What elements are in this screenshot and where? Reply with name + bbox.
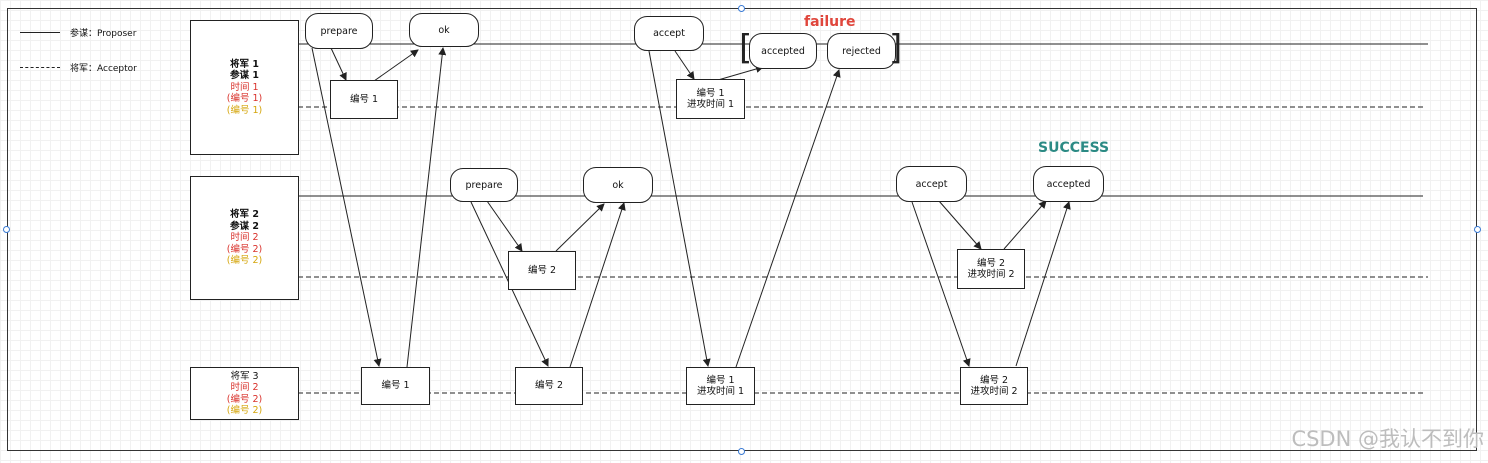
message-ok-1[interactable]: ok [409, 13, 479, 47]
proposal-g3-accept-1-number: 编号 1 [706, 374, 735, 386]
arrow-accept1-to-g1 [674, 50, 695, 80]
message-prepare-2[interactable]: prepare [450, 168, 518, 202]
general-box-1[interactable]: 将军 1 参谋 1 时间 1 (编号 1) (编号 1) [190, 20, 299, 155]
arrow-g1-promise-to-ok1 [373, 49, 419, 82]
proposal-g2-prepare[interactable]: 编号 2 [508, 251, 576, 290]
arrow-g2-promise-to-ok2 [555, 203, 605, 252]
message-rejected-1[interactable]: rejected [827, 33, 896, 69]
proposal-g3-prepare-2-label: 编号 2 [534, 380, 564, 392]
proposal-g1-accept-number: 编号 1 [696, 87, 725, 99]
arrow-g3-promise-to-ok2 [569, 202, 626, 368]
arrow-g2-accepted [1003, 200, 1047, 250]
legend-acceptor: 将军：Acceptor [20, 61, 137, 74]
message-accepted-1[interactable]: accepted [749, 33, 817, 69]
general-3-line-2: 时间 2 [230, 382, 259, 393]
message-accept-2[interactable]: accept [896, 166, 967, 202]
proposal-g2-accept[interactable]: 编号 2 进攻时间 2 [957, 249, 1025, 289]
general-box-3[interactable]: 将军 3 时间 2 (编号 2) (编号 2) [190, 367, 299, 420]
legend-proposer-label: 参谋：Proposer [70, 29, 137, 39]
general-1-line-1: 将军 1 [230, 58, 259, 70]
general-2-line-3: 时间 2 [230, 232, 259, 244]
proposal-g3-accept-1[interactable]: 编号 1 进攻时间 1 [686, 367, 755, 405]
resize-handle-top[interactable] [738, 5, 745, 12]
message-accepted-2[interactable]: accepted [1033, 166, 1104, 202]
general-1-line-3: 时间 1 [230, 81, 259, 93]
arrow-g3-accepted [1015, 201, 1071, 367]
proposal-g3-accept-2[interactable]: 编号 2 进攻时间 2 [960, 367, 1028, 405]
legend-proposer: 参谋：Proposer [20, 26, 136, 39]
proposal-g3-accept-2-number: 编号 2 [979, 374, 1009, 386]
watermark: CSDN @我认不到你 [1291, 427, 1484, 451]
general-2-line-1: 将军 2 [230, 209, 259, 221]
general-3-line-3: (编号 2) [226, 393, 263, 405]
resize-handle-bottom[interactable] [738, 448, 745, 455]
arrow-g1-accepted [717, 65, 764, 81]
legend-acceptor-label: 将军：Acceptor [70, 64, 137, 74]
proposal-g1-accept[interactable]: 编号 1 进攻时间 1 [676, 79, 745, 119]
proposal-g3-accept-1-time: 进攻时间 1 [696, 386, 745, 397]
solid-line-swatch [20, 32, 60, 33]
general-box-2[interactable]: 将军 2 参谋 2 时间 2 (编号 2) (编号 2) [190, 176, 299, 300]
general-2-line-5: (编号 2) [226, 255, 263, 267]
arrow-g3-rejected [735, 69, 841, 368]
proposal-g3-prepare-2[interactable]: 编号 2 [515, 367, 583, 405]
proposal-g2-prepare-label: 编号 2 [527, 264, 557, 276]
general-2-line-4: (编号 2) [226, 243, 263, 255]
success-label: SUCCESS [1038, 140, 1110, 156]
proposal-g3-accept-2-time: 进攻时间 2 [970, 386, 1018, 397]
arrow-accept2-to-g2 [938, 200, 982, 250]
failure-bracket-right: ] [889, 28, 903, 68]
general-2-line-2: 参谋 2 [230, 220, 259, 232]
dashed-line-swatch [20, 67, 60, 68]
arrow-prepare2-to-g2 [486, 200, 523, 252]
arrow-accept1-to-g3 [648, 50, 711, 367]
message-accept-1[interactable]: accept [634, 16, 704, 51]
proposal-g1-accept-time: 进攻时间 1 [686, 99, 735, 110]
arrow-prepare1-to-g3 [311, 47, 382, 367]
general-1-line-2: 参谋 1 [230, 70, 259, 82]
resize-handle-right[interactable] [1474, 226, 1481, 233]
resize-handle-left[interactable] [3, 226, 10, 233]
proposal-g1-prepare-label: 编号 1 [349, 93, 379, 105]
arrow-prepare1-to-g1 [330, 47, 347, 81]
arrow-accept2-to-g3 [911, 201, 971, 367]
proposal-g2-accept-number: 编号 2 [976, 257, 1006, 269]
failure-bracket-left: [ [739, 28, 753, 68]
general-1-line-4: (编号 1) [226, 93, 263, 105]
message-prepare-1[interactable]: prepare [305, 13, 373, 49]
arrow-g3-promise-to-ok1 [406, 47, 447, 368]
proposal-g2-accept-time: 进攻时间 2 [967, 269, 1015, 280]
proposal-g3-prepare-1[interactable]: 编号 1 [361, 367, 430, 405]
message-ok-2[interactable]: ok [583, 167, 653, 203]
general-3-line-4: (编号 2) [226, 405, 263, 416]
general-3-line-1: 将军 3 [230, 370, 259, 382]
proposal-g3-prepare-1-label: 编号 1 [381, 380, 410, 392]
proposal-g1-prepare[interactable]: 编号 1 [330, 80, 398, 119]
general-1-line-5: (编号 1) [226, 104, 263, 116]
failure-label: failure [804, 14, 856, 30]
